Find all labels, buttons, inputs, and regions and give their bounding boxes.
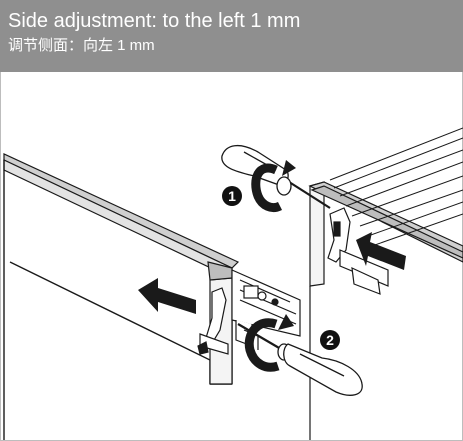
step-marker-1-label: 1: [228, 188, 236, 204]
rotation-arrow-icon: [251, 160, 296, 213]
push-arrow-icon: [356, 232, 406, 270]
screwdriver-icon-2: [237, 323, 363, 396]
title-english: Side adjustment: to the left 1 mm: [8, 10, 301, 32]
right-runner-rails: [329, 127, 463, 247]
right-drawer-panel: [308, 181, 463, 440]
step-marker-1: 1: [222, 186, 242, 206]
title-chinese: 调节侧面：向左 1 mm: [8, 37, 155, 54]
right-bracket: [327, 207, 389, 295]
left-arrow-icon: [138, 278, 196, 314]
screwdriver-icon: [221, 145, 331, 209]
left-drawer-panel: [3, 153, 240, 440]
rotation-arrow-icon-2: [244, 314, 294, 372]
title-banner: Side adjustment: to the left 1 mm 调节侧面：向…: [0, 0, 463, 72]
step-marker-2-label: 2: [326, 332, 334, 348]
step-marker-2: 2: [320, 330, 340, 350]
